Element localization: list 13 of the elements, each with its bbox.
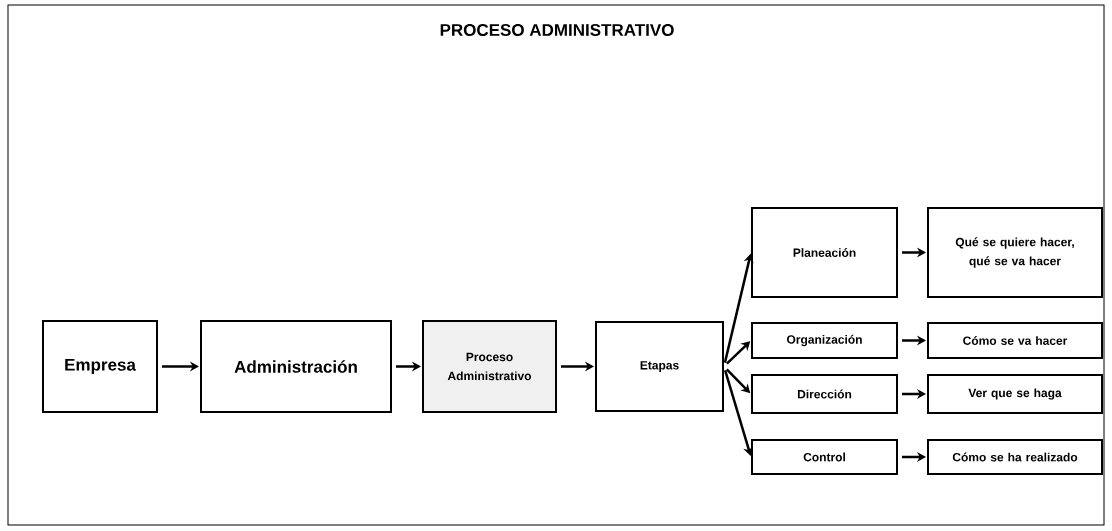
process-box: Organización [751, 322, 898, 359]
process-box: Ver que se haga [927, 374, 1103, 414]
process-box: Administración [200, 320, 392, 413]
process-box: Empresa [42, 320, 158, 413]
title: PROCESO ADMINISTRATIVO [440, 24, 674, 36]
process-box: Proceso Administrativo [422, 320, 557, 413]
process-box: Etapas [595, 321, 724, 412]
process-box: Cómo se va hacer [927, 322, 1103, 359]
process-box: Dirección [751, 374, 898, 414]
process-box: Control [751, 439, 898, 475]
process-box: Planeación [751, 207, 898, 298]
process-box: Cómo se ha realizado [927, 439, 1103, 475]
process-box: Qué se quiere hacer, qué se va hacer [927, 207, 1103, 298]
